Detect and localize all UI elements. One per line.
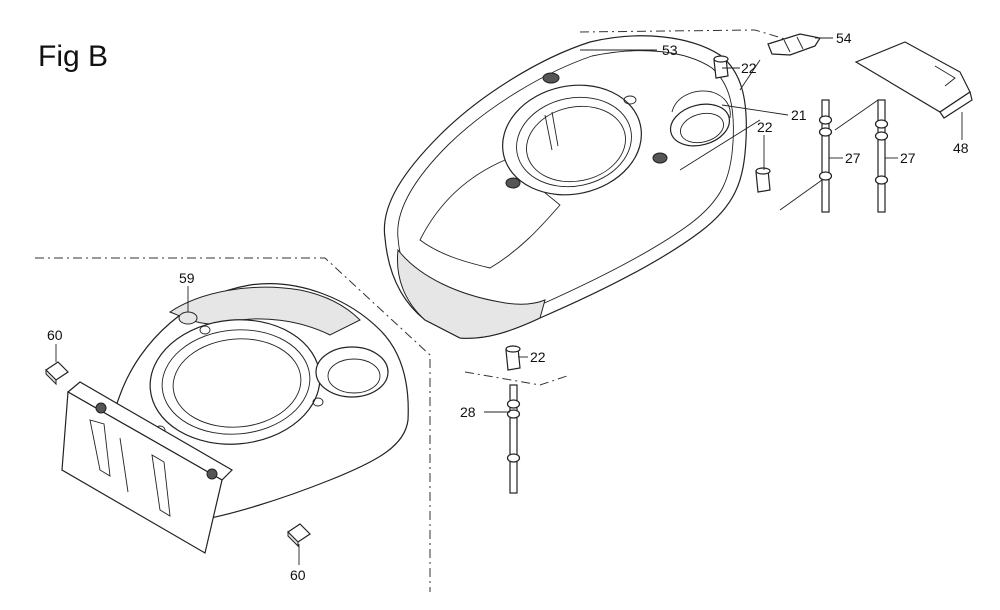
air-shroud-assembly <box>61 283 409 554</box>
callout-60-bottom: 60 <box>290 567 306 583</box>
callout-27-right: 27 <box>900 150 916 166</box>
callout-22-right: 22 <box>757 119 773 135</box>
callout-53: 53 <box>662 42 678 58</box>
callout-21: 21 <box>791 107 807 123</box>
callout-27-left: 27 <box>845 150 861 166</box>
callout-59: 59 <box>179 270 195 286</box>
figure-title: Fig B <box>38 40 108 73</box>
callout-labels: 53 54 22 21 22 27 27 48 22 28 59 60 60 <box>47 30 969 583</box>
blower-housing-cover <box>383 35 747 339</box>
stud-28 <box>506 384 521 494</box>
shield-plate-48 <box>854 41 973 119</box>
leader-lines <box>55 37 963 565</box>
clip-54 <box>767 33 821 56</box>
callout-28: 28 <box>460 404 476 420</box>
callout-48: 48 <box>953 140 969 156</box>
callout-22-top: 22 <box>741 60 757 76</box>
callout-22-bottom: 22 <box>530 349 546 365</box>
spacer-bolts-22 <box>505 55 771 371</box>
callout-60-left: 60 <box>47 327 63 343</box>
long-studs-27 <box>818 99 889 213</box>
clip-nuts-60 <box>45 361 311 548</box>
callout-54: 54 <box>836 30 852 46</box>
